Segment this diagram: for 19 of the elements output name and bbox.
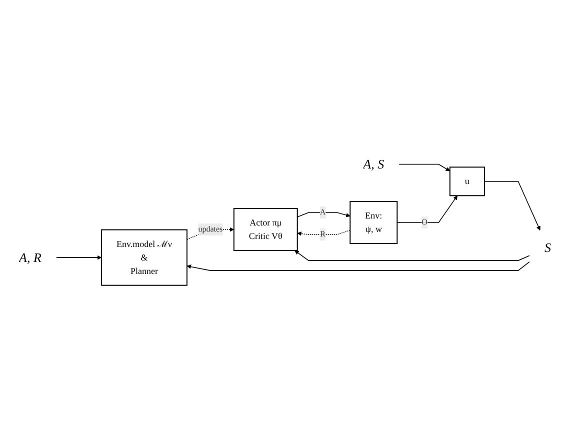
- node-text: A, R: [19, 250, 42, 265]
- arrow: [56, 255, 102, 260]
- node-box: u: [449, 166, 485, 196]
- edge-label: O: [422, 218, 428, 226]
- arrow: [296, 212, 350, 218]
- arrow: [294, 250, 530, 261]
- node-box: Actor πμ Critic Vθ: [233, 208, 298, 251]
- edge-label: updates: [198, 224, 223, 234]
- arrow: [398, 164, 450, 172]
- node-box: Env: ψ, w: [350, 200, 398, 244]
- arrow: [186, 261, 530, 271]
- arrow: [484, 180, 540, 230]
- edge-label: A: [320, 208, 326, 216]
- node-text: S: [544, 240, 551, 255]
- edge-label: R: [320, 230, 326, 238]
- arrow: [297, 230, 351, 236]
- arrow: [396, 195, 458, 223]
- node-text: A, S: [363, 156, 384, 172]
- node-box: Env.model ℳν & Planner: [100, 229, 188, 286]
